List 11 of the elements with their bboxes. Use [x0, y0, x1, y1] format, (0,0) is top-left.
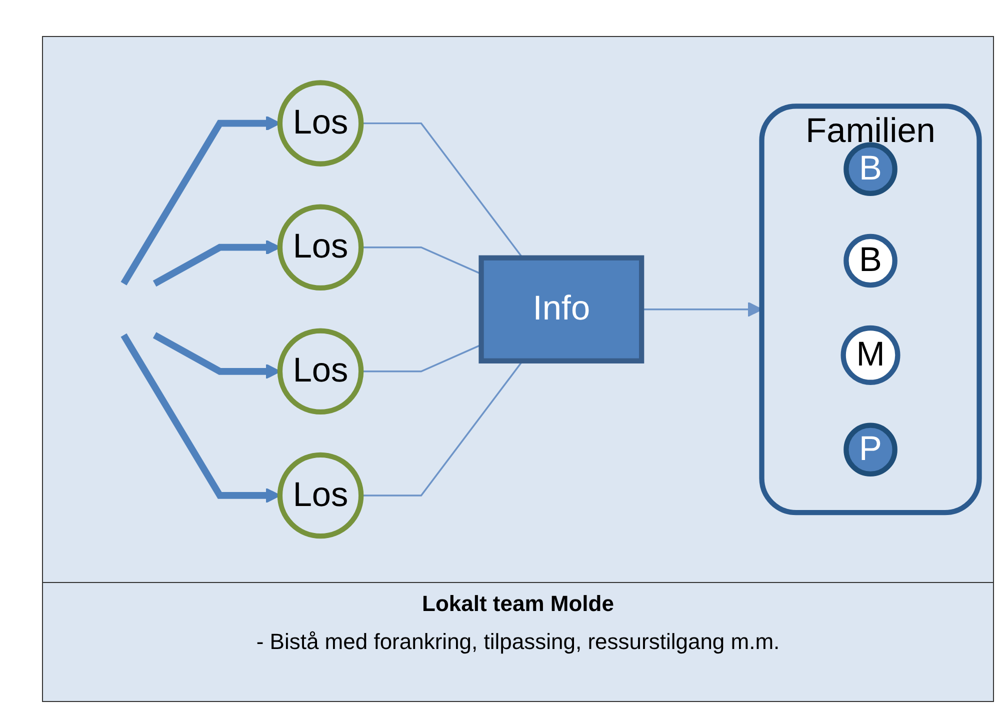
note-text: - Bistå med forankring, tilpassing, ressurstilgang m.m. — [255, 629, 781, 655]
node-box: Info — [478, 255, 644, 364]
node-circle: M — [840, 326, 900, 386]
node-circle: B — [844, 142, 898, 196]
node-circle: Los — [277, 80, 364, 167]
node-circle: Los — [277, 452, 364, 539]
node-circle: Los — [277, 204, 364, 291]
node-circle: P — [844, 422, 898, 477]
team-heading: Lokalt team Molde — [421, 591, 615, 617]
node-circle: Los — [277, 328, 364, 415]
node-circle: B — [844, 234, 898, 288]
